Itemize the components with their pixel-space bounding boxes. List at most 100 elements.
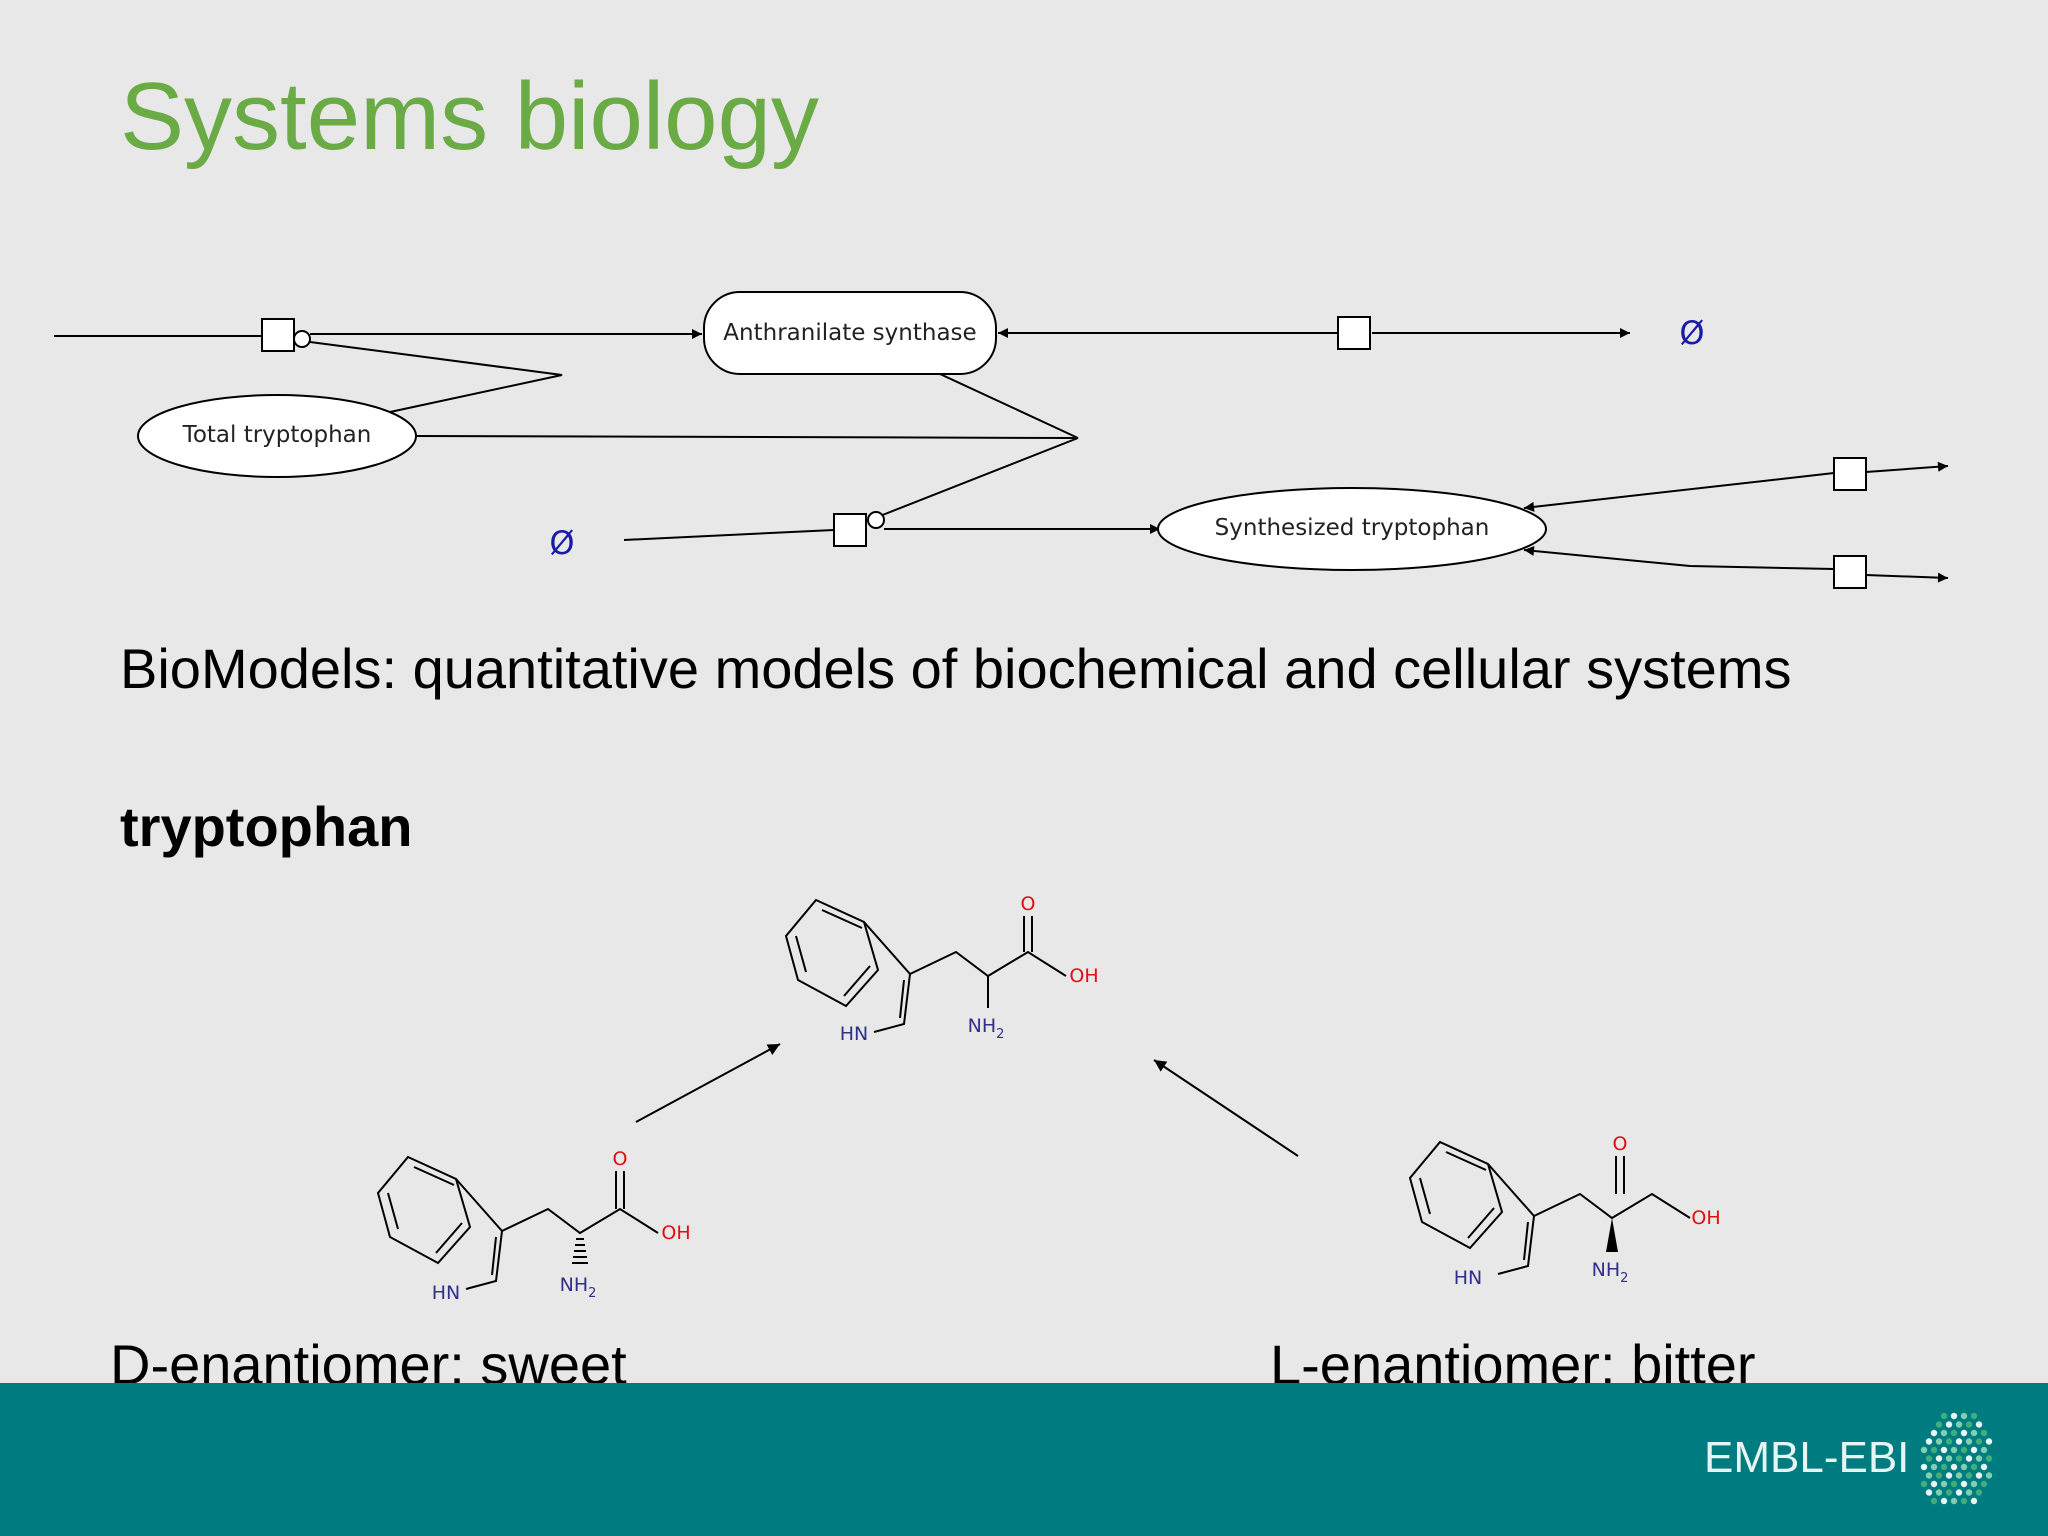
edge-total-to-junction [413, 435, 1079, 439]
logo-dot [1985, 1438, 1993, 1445]
pathway-diagram: Anthranilate synthase Total tryptophan S… [54, 291, 1949, 589]
logo-dot [1940, 1446, 1948, 1454]
logo-dot [1960, 1480, 1968, 1488]
logo-dot [1960, 1463, 1968, 1471]
atom-nh2: NH2 [1592, 1259, 1629, 1286]
logo-dot [1940, 1463, 1948, 1471]
node-total-tryptophan [137, 394, 417, 478]
edge-anthranilate-to-junction [939, 373, 1079, 439]
logo-dot [1940, 1497, 1948, 1505]
atom-hn: HN [1454, 1267, 1483, 1289]
logo-dot [1970, 1412, 1978, 1420]
modifier-circle [293, 330, 311, 348]
logo-dot [1980, 1463, 1988, 1471]
logo-dot [1985, 1455, 1993, 1462]
atom-o: O [1613, 1133, 1628, 1155]
logo-dot [1975, 1421, 1983, 1428]
logo-dot [1980, 1429, 1988, 1437]
atom-hn: HN [840, 1023, 869, 1045]
wedge-bond [1606, 1218, 1618, 1252]
logo-dot [1975, 1472, 1983, 1479]
logo-dot [1975, 1489, 1983, 1496]
logo-dot [1960, 1412, 1968, 1420]
empty-set-symbol: Ø [1679, 314, 1704, 352]
node-anthranilate-synthase [703, 291, 997, 375]
tryptophan-structure: HN O OH NH2 [784, 893, 1099, 1045]
logo-dot [1925, 1489, 1933, 1496]
logo-dot [1940, 1429, 1948, 1437]
process-node [1833, 555, 1867, 589]
logo-dot [1975, 1455, 1983, 1462]
molecule-heading: tryptophan [120, 795, 413, 858]
logo-dot [1980, 1480, 1988, 1488]
process-node [1337, 316, 1371, 350]
empty-set-symbol: Ø [549, 524, 574, 562]
footer-bar [0, 1383, 2048, 1536]
logo-dot [1925, 1472, 1933, 1479]
logo-dot [1980, 1446, 1988, 1454]
logo-dot [1970, 1480, 1978, 1488]
label-total-tryptophan: Total tryptophan [182, 422, 372, 448]
logo-dot [1930, 1446, 1938, 1454]
embl-ebi-logo-icon [1920, 1412, 1993, 1505]
logo-dot [1940, 1480, 1948, 1488]
logo-dot [1930, 1480, 1938, 1488]
logo-dot [1925, 1438, 1933, 1445]
logo-dot [1950, 1446, 1958, 1454]
atom-o: O [613, 1148, 628, 1170]
logo-dot [1940, 1412, 1948, 1420]
edge-out-lower [1865, 572, 1949, 583]
logo-dot [1950, 1429, 1958, 1437]
logo-dot [1930, 1429, 1938, 1437]
d-enantiomer-structure: HN O OH NH2 [376, 1148, 691, 1304]
edge-modifier-total [309, 341, 563, 413]
logo-dot [1945, 1421, 1953, 1428]
label-anthranilate-synthase: Anthranilate synthase [723, 320, 976, 346]
logo-dot [1960, 1429, 1968, 1437]
logo-dot [1935, 1421, 1943, 1428]
process-node [833, 513, 867, 547]
logo-dot [1935, 1438, 1943, 1445]
logo-dot [1945, 1489, 1953, 1496]
logo-dot [1935, 1489, 1943, 1496]
logo-dot [1965, 1489, 1973, 1496]
logo-dot [1955, 1421, 1963, 1428]
atom-oh: OH [1069, 965, 1098, 987]
edge-to-synth-lower [1523, 545, 1835, 570]
logo-dot [1950, 1412, 1958, 1420]
footer-brand: EMBL-EBI [1704, 1433, 1910, 1482]
logo-dot [1985, 1472, 1993, 1479]
logo-dot [1960, 1446, 1968, 1454]
logo-dot [1920, 1446, 1928, 1454]
logo-dot [1930, 1497, 1938, 1505]
logo-dot [1955, 1489, 1963, 1496]
atom-o: O [1021, 893, 1036, 915]
logo-dot [1935, 1455, 1943, 1462]
logo-dot [1970, 1429, 1978, 1437]
atom-oh: OH [1691, 1207, 1720, 1229]
logo-dot [1970, 1446, 1978, 1454]
logo-dot [1965, 1438, 1973, 1445]
enantiomer-structures: HN O OH NH2 HN O OH [376, 893, 1721, 1304]
modifier-circle [867, 511, 885, 529]
logo-dot [1970, 1463, 1978, 1471]
logo-dot [1950, 1497, 1958, 1505]
atom-hn: HN [432, 1282, 461, 1304]
logo-dot [1950, 1463, 1958, 1471]
logo-dot [1930, 1463, 1938, 1471]
logo-dot [1920, 1463, 1928, 1471]
logo-dot [1965, 1472, 1973, 1479]
node-synthesized-tryptophan [1157, 487, 1547, 571]
logo-dot [1955, 1455, 1963, 1462]
logo-dot [1945, 1455, 1953, 1462]
logo-dot [1965, 1421, 1973, 1428]
logo-dot [1970, 1497, 1978, 1505]
slide-subtitle: BioModels: quantitative models of bioche… [120, 637, 1792, 700]
logo-dot [1935, 1472, 1943, 1479]
atom-nh2: NH2 [560, 1274, 597, 1301]
slide-title: Systems biology [120, 63, 819, 170]
l-enantiomer-structure: HN O OH NH2 [1408, 1133, 1721, 1289]
logo-dot [1950, 1480, 1958, 1488]
logo-dot [1945, 1438, 1953, 1445]
logo-dot [1975, 1438, 1983, 1445]
